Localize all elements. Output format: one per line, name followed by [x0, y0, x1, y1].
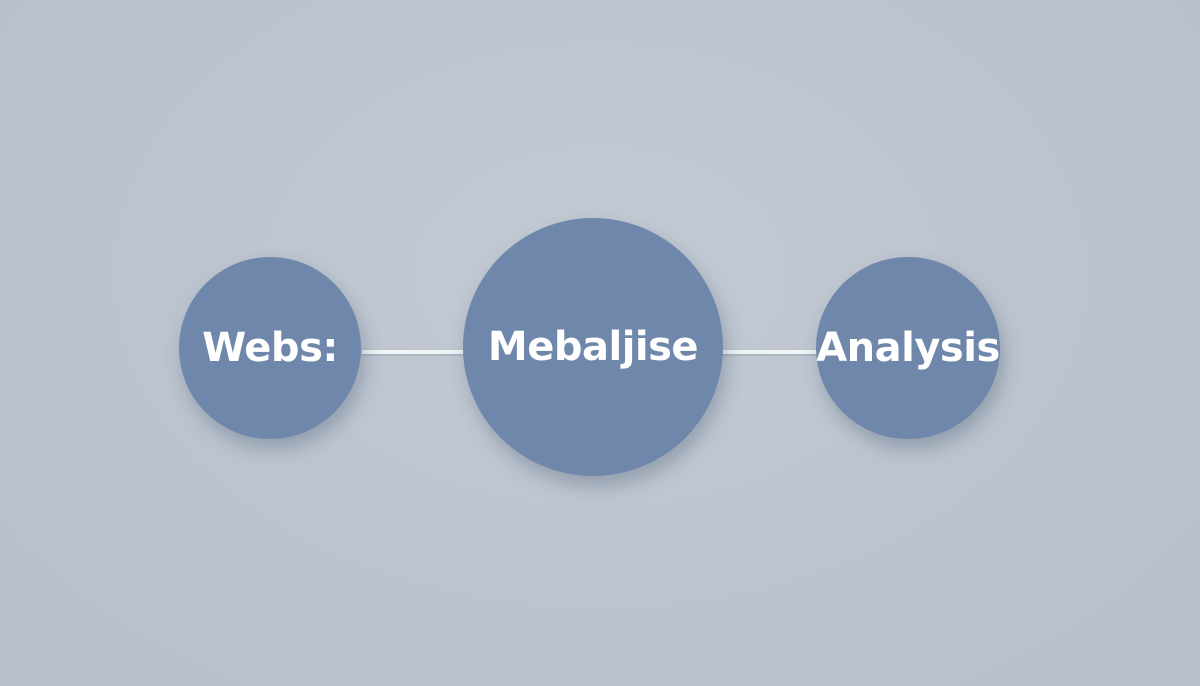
node-webs: Webs: [179, 257, 361, 439]
node-label: Mebaljise [487, 324, 699, 370]
node-mebaljise: Mebaljise [463, 218, 723, 476]
node-label: Analysis [816, 325, 1000, 371]
connector-2-3 [722, 350, 818, 354]
node-label: Webs: [202, 325, 338, 371]
connector-1-2 [362, 350, 464, 354]
node-analysis: Analysis [816, 257, 1000, 439]
